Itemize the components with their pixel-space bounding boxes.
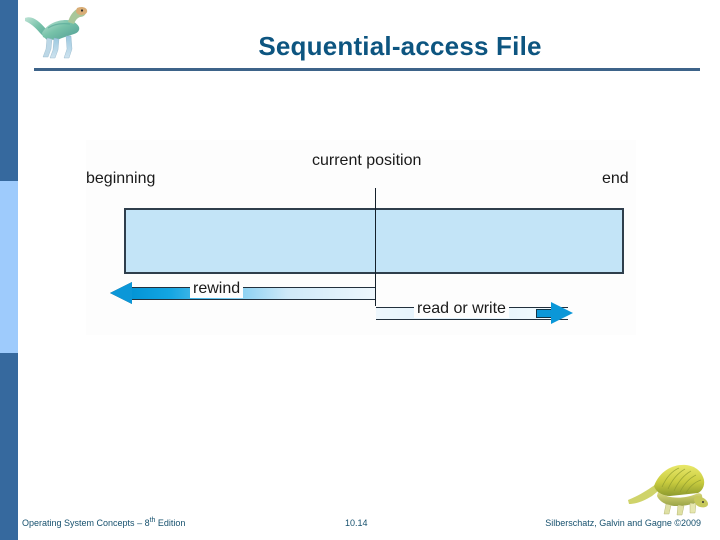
rewind-arrow-shaft [124,287,376,300]
dinosaur-logo-icon [22,2,88,64]
read-or-write-arrow: read or write [376,300,636,325]
footer-book-title: Operating System Concepts [22,518,135,528]
label-end: end [602,170,629,187]
footer-copyright: Silberschatz, Galvin and Gagne ©2009 [545,518,701,528]
sequential-access-figure: beginning current position end rewind re… [86,140,636,335]
file-tape-rectangle [124,208,624,274]
dimetrodon-logo-icon [626,456,712,518]
label-current-position: current position [312,152,422,169]
current-position-marker-line [375,188,376,276]
footer-page-number: 10.14 [345,518,368,528]
rewind-arrow: rewind [110,280,376,305]
rewind-label: rewind [190,280,244,298]
slide-footer: Operating System Concepts – 8th Edition … [0,464,720,540]
title-divider [34,68,700,71]
sidebar-accent-bottom [0,353,18,540]
arrow-right-stem [536,309,552,318]
read-write-label: read or write [414,300,509,318]
read-write-connector [375,276,376,306]
footer-left: Operating System Concepts – 8th Edition [22,517,185,528]
page-title: Sequential-access File [120,26,680,66]
footer-edition-sup: th [149,517,156,524]
sidebar-accent-top [0,0,18,181]
page-title-text: Sequential-access File [258,30,542,61]
label-beginning: beginning [86,170,156,187]
footer-edition-tail: Edition [155,518,186,528]
sidebar-accent-middle [0,181,18,353]
footer-edition-dash: – 8 [134,518,150,528]
arrow-left-icon [110,282,132,304]
arrow-right-icon [551,302,573,324]
